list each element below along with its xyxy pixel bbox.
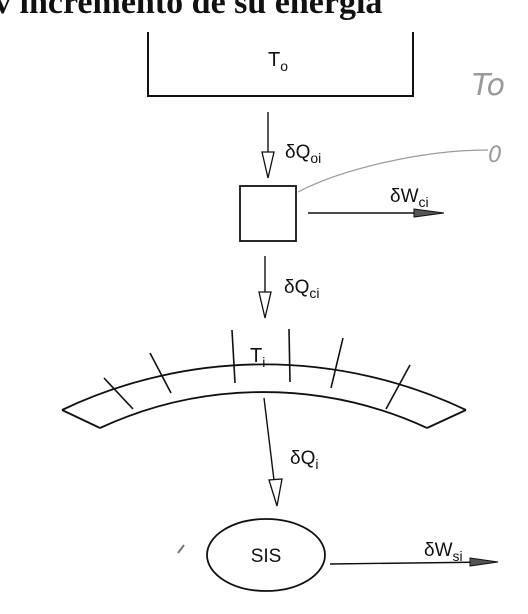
reservoir-ring xyxy=(61,328,467,429)
reservoir-box xyxy=(147,32,414,97)
handwritten-connector-line xyxy=(297,149,489,193)
reservoir-label: To xyxy=(268,49,288,74)
system-label: SIS xyxy=(251,546,282,567)
ring-label: Ti xyxy=(250,345,265,370)
heat-flow-arrowhead-bottom xyxy=(268,478,283,507)
engine-box xyxy=(239,185,297,242)
handwritten-note-zero: 0 xyxy=(488,143,502,168)
heat-flow-arrowhead-middle xyxy=(258,291,272,319)
work-arrowhead-engine xyxy=(413,208,445,218)
stray-mark xyxy=(177,544,185,554)
heat-flow-arrowhead-top xyxy=(261,151,275,179)
work-label-system: δWsi xyxy=(424,540,463,564)
heat-flow-label-middle: δQci xyxy=(284,277,319,301)
work-label-engine: δWci xyxy=(390,186,429,210)
work-arrow-system xyxy=(329,561,493,565)
heading-fragment: v incremento de su energía xyxy=(0,0,382,21)
heat-flow-label-bottom: δQi xyxy=(290,448,318,472)
heat-flow-label-top: δQoi xyxy=(285,142,321,166)
work-arrowhead-system xyxy=(469,557,499,567)
handwritten-note-to: To xyxy=(472,68,505,103)
system-ellipse xyxy=(206,518,326,592)
